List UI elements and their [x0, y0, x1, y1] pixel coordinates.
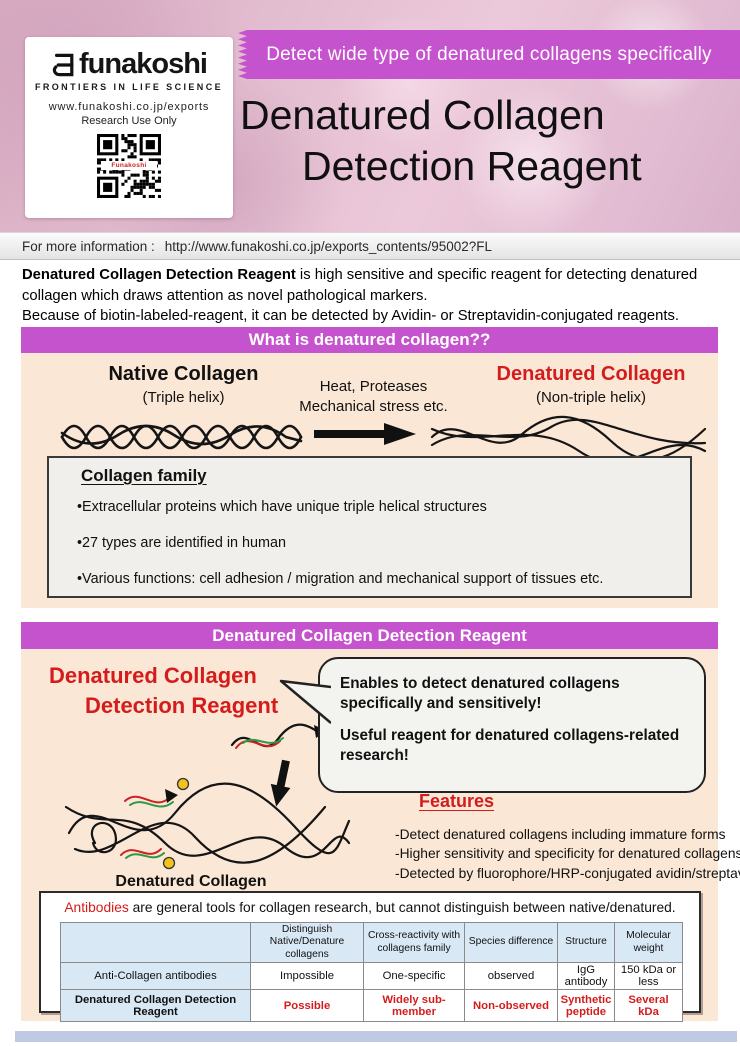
brand-tagline: FRONTIERS IN LIFE SCIENCE	[34, 82, 223, 92]
row1-cell-structure: IgG antibody	[557, 962, 615, 991]
comparison-header-row: Distinguish Native/Denature collagens Cr…	[60, 921, 683, 964]
table-row-antibodies: Anti-Collagen antibodies Impossible One-…	[60, 962, 683, 991]
col-header-molweight: Molecular weight	[614, 921, 683, 964]
bubble-text-1: Enables to detect denatured collagens sp…	[340, 675, 620, 712]
down-arrow-icon	[264, 759, 298, 809]
denatured-collagen-title: Denatured Collagen	[496, 363, 686, 385]
funakoshi-mark-icon	[51, 51, 75, 79]
family-bullet-3: •Various functions: cell adhesion / migr…	[77, 571, 604, 587]
native-collagen-title: Native Collagen	[108, 363, 259, 385]
comparison-title-antibodies: Antibodies	[64, 900, 129, 915]
benefit-speech-bubble: Enables to detect denatured collagens sp…	[318, 657, 706, 793]
col-header-species: Species difference	[464, 921, 558, 964]
native-collagen-block: Native Collagen (Triple helix)	[76, 363, 291, 406]
qr-code-label: Funakoshi	[101, 161, 157, 170]
intro-line2: Because of biotin-labeled-reagent, it ca…	[22, 308, 679, 325]
logo-card: funakoshi FRONTIERS IN LIFE SCIENCE www.…	[25, 37, 233, 218]
bubble-text-2: Useful reagent for denatured collagens-r…	[340, 727, 680, 764]
row2-cell-crossreactivity: Widely sub-member	[363, 989, 465, 1023]
col-header-structure: Structure	[557, 921, 615, 964]
col-header-distinguish: Distinguish Native/Denature collagens	[250, 921, 364, 964]
intro-line1: Denatured Collagen Detection Reagent is …	[22, 267, 698, 304]
row1-cell-distinguish: Impossible	[250, 962, 364, 991]
family-bullet-1: •Extracellular proteins which have uniqu…	[77, 499, 487, 515]
transform-arrow-icon	[314, 423, 416, 445]
product-title-line2: Detection Reagent	[302, 143, 642, 189]
table-row-reagent: Denatured Collagen Detection Reagent Pos…	[60, 989, 683, 1023]
product-title: Denatured Collagen Detection Reagent	[240, 90, 740, 192]
info-bar-url[interactable]: http://www.funakoshi.co.jp/exports_conte…	[164, 238, 492, 254]
native-collagen-subtitle: (Triple helix)	[142, 389, 225, 406]
info-bar-label: For more information :	[22, 238, 155, 254]
row2-cell-structure: Synthetic peptide	[557, 989, 615, 1023]
brand-url[interactable]: www.funakoshi.co.jp/exports	[48, 101, 210, 113]
comparison-box: Antibodies are general tools for collage…	[39, 891, 701, 1023]
row2-cell-distinguish: Possible	[250, 989, 364, 1023]
bottom-accent-bar	[15, 1031, 737, 1042]
row1-cell-species: observed	[464, 962, 558, 991]
triple-helix-graphic	[59, 411, 304, 463]
research-use-note: Research Use Only	[81, 115, 177, 127]
collagen-tangle-graphic	[63, 771, 353, 871]
section-what-header: What is denatured collagen??	[21, 327, 718, 353]
speech-bubble-tail	[279, 679, 331, 733]
headline-ribbon: Detect wide type of denatured collagens …	[238, 30, 740, 79]
features-heading: Features	[419, 791, 495, 811]
brand-name: funakoshi	[79, 48, 208, 80]
denaturation-cause-text: Heat, Proteases Mechanical stress etc.	[299, 378, 448, 416]
section-reagent-header: Denatured Collagen Detection Reagent	[21, 622, 718, 649]
qr-code: Funakoshi	[97, 134, 161, 198]
hero-background: funakoshi FRONTIERS IN LIFE SCIENCE www.…	[0, 0, 740, 232]
collagen-family-heading: Collagen family	[81, 466, 207, 485]
comparison-table: Distinguish Native/Denature collagens Cr…	[60, 921, 683, 1023]
reagent-name: Denatured Collagen Detection Reagent	[49, 663, 279, 718]
info-bar: For more information : http://www.funako…	[0, 232, 740, 260]
col-header-crossreactivity: Cross-reactivity with collagens family	[363, 921, 465, 964]
denatured-collagen-subtitle: (Non-triple helix)	[535, 389, 647, 406]
headline-ribbon-text: Detect wide type of denatured collagens …	[266, 43, 712, 65]
collagen-family-box: Collagen family •Extracellular proteins …	[47, 456, 692, 598]
feature-item-2: -Higher sensitivity and specificity for …	[395, 846, 740, 862]
row1-cell-crossreactivity: One-specific	[363, 962, 465, 991]
row2-cell-species: Non-observed	[464, 989, 558, 1023]
feature-item-3: -Detected by fluorophore/HRP-conjugated …	[395, 865, 740, 881]
section-what-body: Native Collagen (Triple helix) Heat, Pro…	[21, 353, 718, 608]
feature-item-1: -Detect denatured collagens including im…	[395, 827, 726, 842]
tangle-caption: Denatured Collagen	[115, 873, 267, 890]
section-reagent-body: Denatured Collagen Detection Reagent	[21, 649, 740, 1023]
product-title-line1: Denatured Collagen	[240, 92, 605, 138]
intro-product-name: Denatured Collagen Detection Reagent	[22, 267, 296, 283]
intro-paragraph: Denatured Collagen Detection Reagent is …	[0, 262, 740, 327]
logo-row: funakoshi	[51, 48, 208, 80]
family-bullet-2: •27 types are identified in human	[77, 535, 287, 551]
row2-cell-molweight: Several kDa	[614, 989, 683, 1023]
denatured-collagen-block: Denatured Collagen (Non-triple helix)	[476, 363, 706, 406]
col-header-blank	[60, 921, 251, 964]
comparison-title: Antibodies are general tools for collage…	[64, 900, 676, 915]
features-list: -Detect denatured collagens including im…	[395, 825, 740, 883]
row1-cell-molweight: 150 kDa or less	[614, 962, 683, 991]
row1-label: Anti-Collagen antibodies	[60, 962, 251, 991]
row2-label: Denatured Collagen Detection Reagent	[60, 989, 251, 1023]
